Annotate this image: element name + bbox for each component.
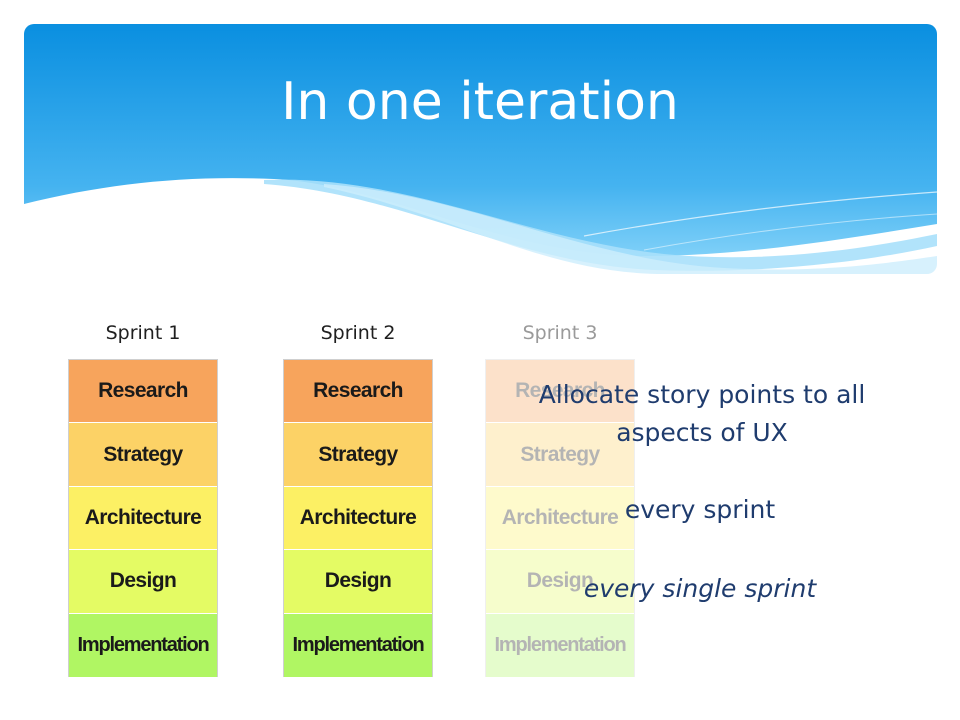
sprint-2-design-block: Design [284,550,432,614]
sprint-1-strategy-block: Strategy [69,423,217,487]
slide-title: In one iteration [281,72,679,132]
sprint-2-stack: Research Strategy Architecture Design Im… [283,359,433,677]
sprint-2-architecture-block: Architecture [284,486,432,551]
sprint-1-design-block: Design [69,550,217,614]
banner-wave-line [583,191,937,237]
sprint-3-implementation-block: Implementation [486,613,634,677]
sprint-3-strategy-block: Strategy [486,423,634,487]
banner-wave-line-2 [643,213,937,251]
callout-main-text: Allocate story points to all aspects of … [538,380,866,447]
callout-every-single-sprint-text: every single sprint [583,574,817,603]
banner-background [24,24,937,256]
sprint-3-architecture-block: Architecture [486,486,634,551]
sprint-3-label: Sprint 3 [522,322,598,344]
sprint-1-stack: Research Strategy Architecture Design Im… [68,359,218,677]
banner-wave-lighter [324,184,937,274]
sprint-2-research-block: Research [284,360,432,424]
header-banner [24,24,937,274]
sprint-1-label: Sprint 1 [105,322,181,344]
sprint-1-architecture-block: Architecture [69,486,217,551]
callout-every-sprint-text: every sprint [624,495,776,524]
sprint-2-implementation-block: Implementation [284,613,432,677]
sprint-3-stack: Research Strategy Architecture Design Im… [485,359,635,677]
sprint-2-label: Sprint 2 [320,322,396,344]
sprint-1-research-block: Research [69,360,217,424]
sprint-1-implementation-block: Implementation [69,613,217,677]
sprint-3-research-block: Research [486,360,634,424]
sprint-2-strategy-block: Strategy [284,423,432,487]
sprint-3-design-block: Design [486,550,634,614]
